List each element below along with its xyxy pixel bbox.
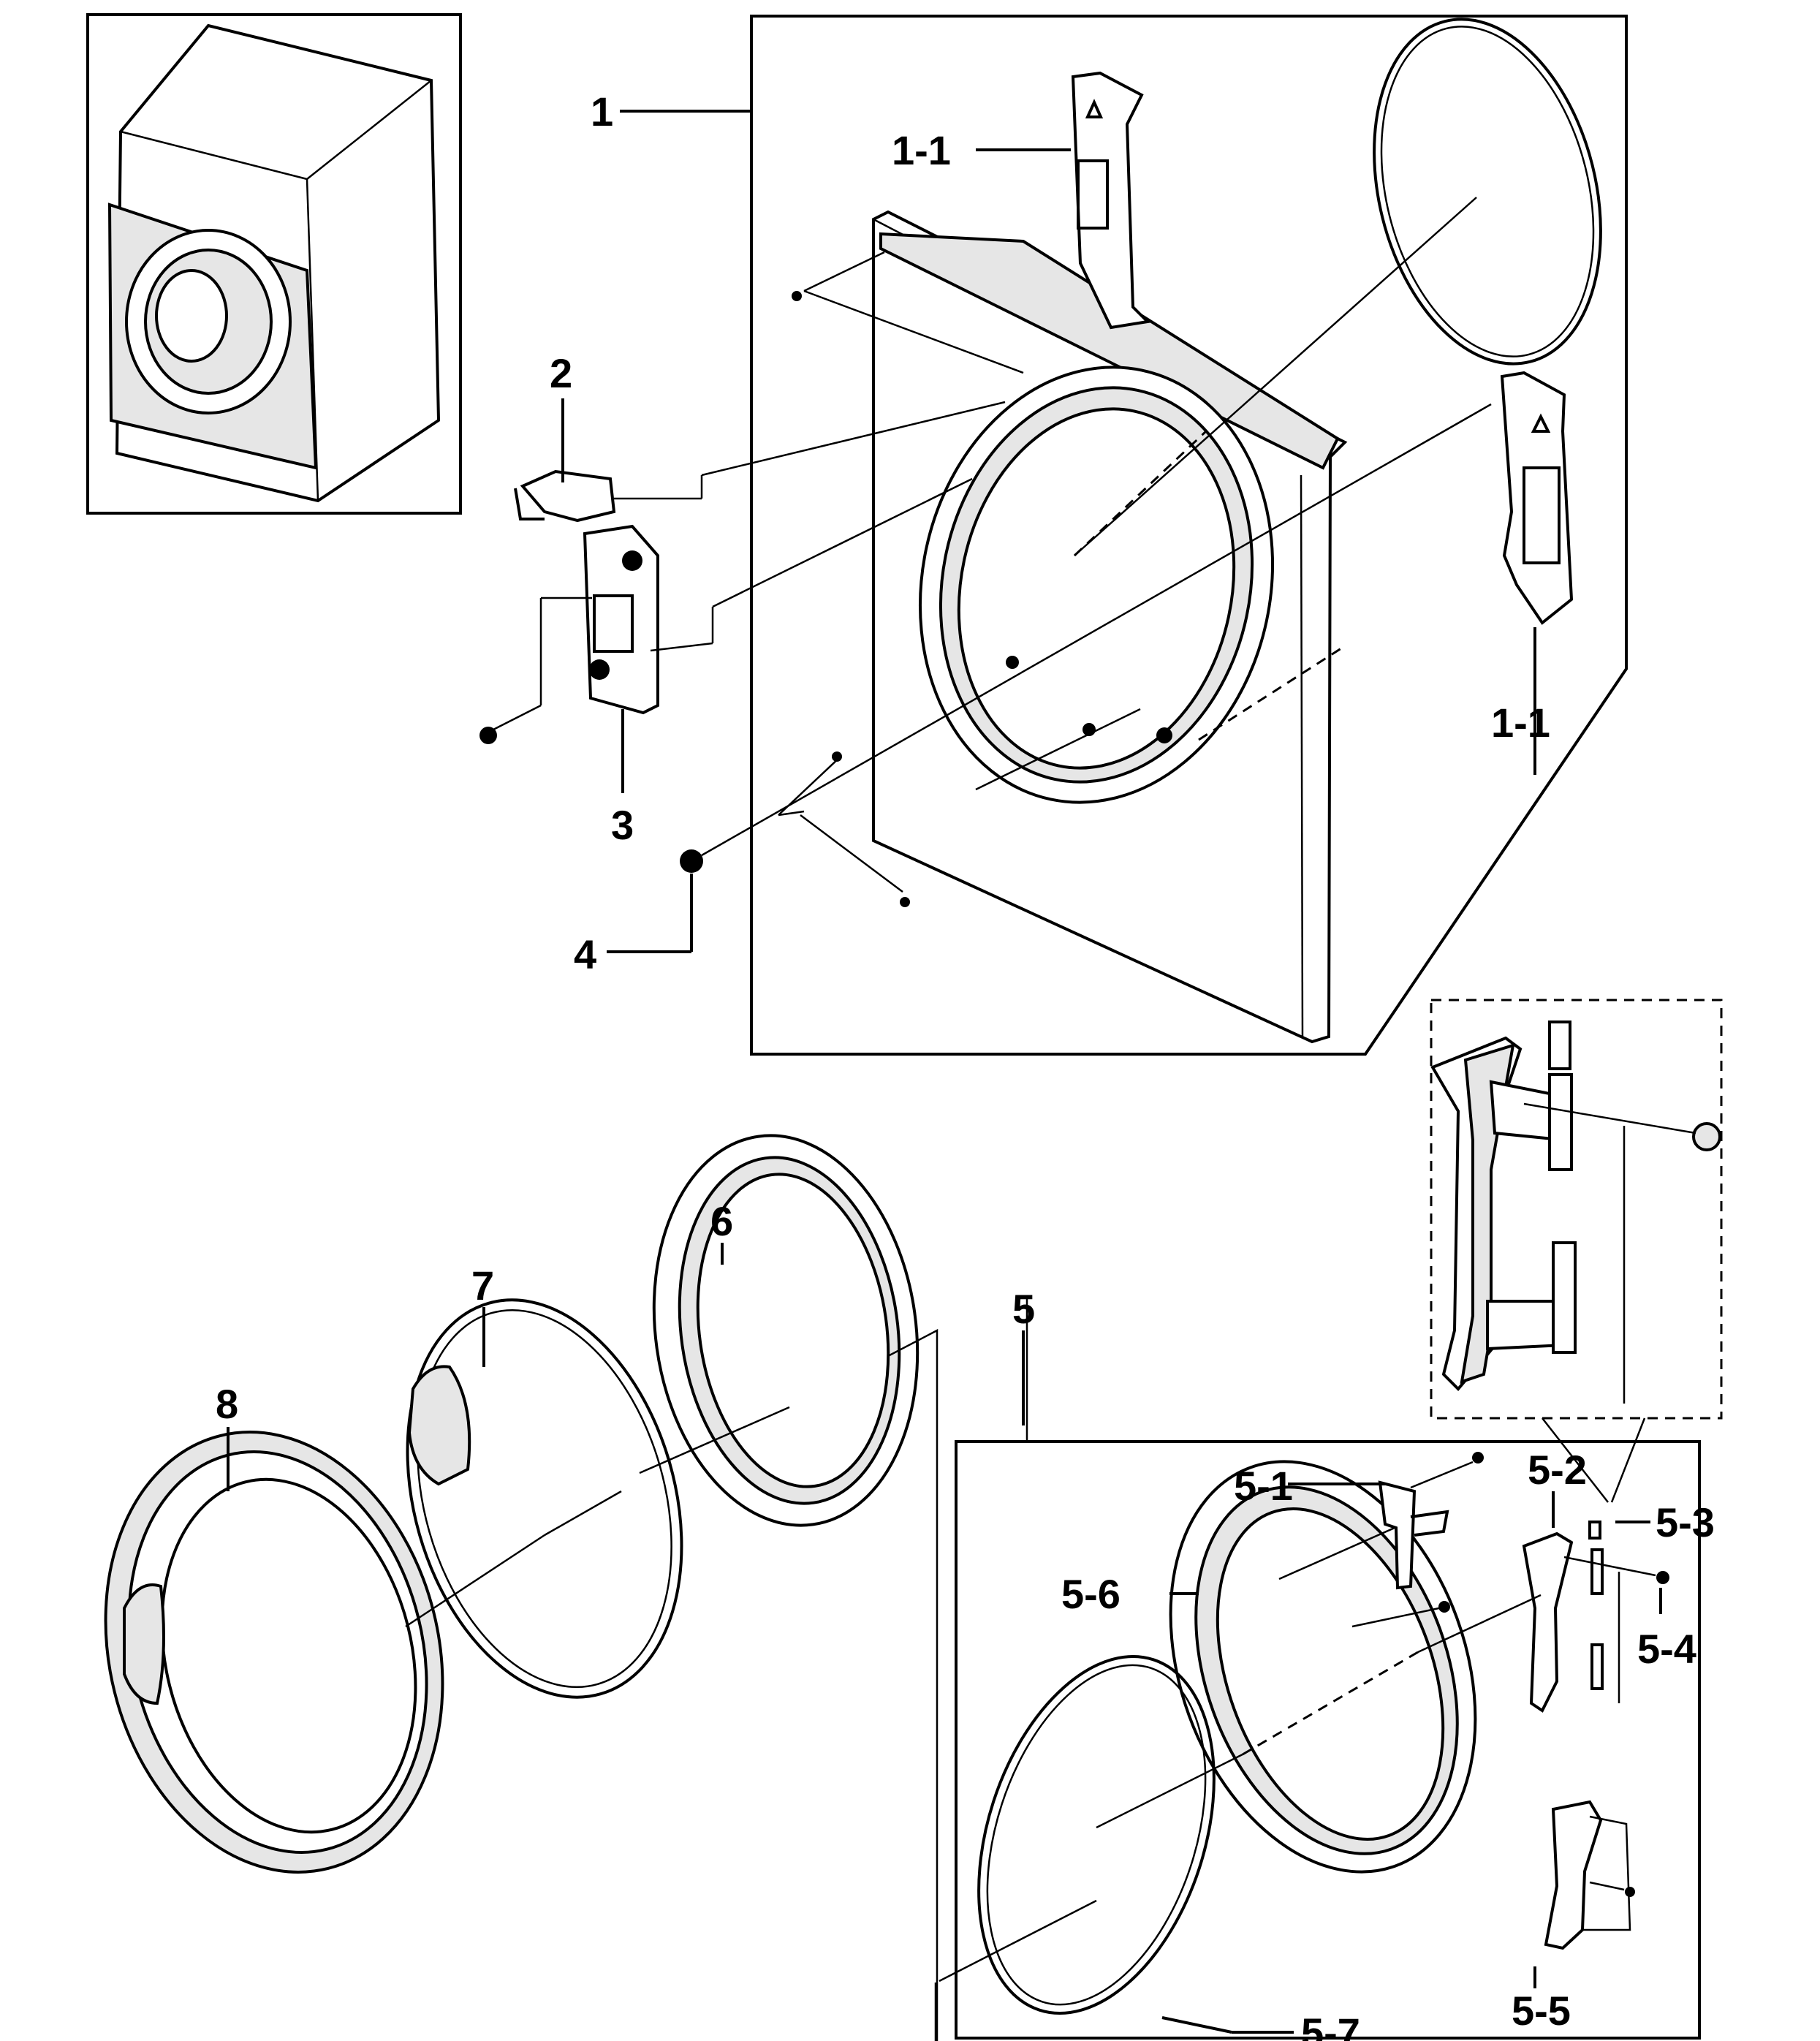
inner-door-ring-5-6 [1169, 1460, 1477, 1874]
label-5-2: 5-2 [1528, 1447, 1587, 1493]
hinge-5-2 [1522, 1521, 1669, 1713]
lock-bracket [583, 524, 659, 715]
label-5-7: 5-7 [1301, 2010, 1360, 2041]
part-labels: 1 1-1 1-1 2 3 4 5 5-1 5-2 5-3 5-4 5-5 5-… [216, 88, 1715, 2041]
assembly-lines-5 [934, 1526, 1542, 2041]
label-1-1-right: 1-1 [1491, 700, 1550, 746]
door-seal-5-7 [977, 1655, 1216, 2015]
front-panel-box [750, 15, 1628, 1056]
door-frame-8 [104, 1431, 444, 1874]
label-1-1-top: 1-1 [892, 127, 951, 173]
hinge-bracket-right [1500, 371, 1574, 625]
label-5-4: 5-4 [1637, 1626, 1696, 1672]
door-lock-switch [514, 469, 616, 523]
door-glass-ring-7 [406, 1298, 683, 1699]
label-5-1: 5-1 [1234, 1463, 1293, 1509]
label-5-6: 5-6 [1061, 1571, 1121, 1617]
overview-inset [86, 13, 462, 515]
label-8: 8 [216, 1381, 238, 1427]
assembly-lines-1 [493, 197, 1492, 893]
hinge-detail-inset [1430, 999, 1723, 1503]
screw [479, 727, 497, 744]
door-gasket-ring [1373, 18, 1602, 366]
label-3: 3 [611, 802, 634, 848]
label-7: 7 [471, 1262, 494, 1309]
latch-5-1 [1378, 1452, 1484, 1590]
hinge-bracket-top [1071, 71, 1151, 330]
label-1: 1 [591, 88, 613, 135]
screw [832, 751, 842, 762]
screws [479, 291, 910, 907]
label-2: 2 [550, 350, 572, 396]
door-ring-6 [652, 1134, 939, 2041]
label-5: 5 [1012, 1286, 1035, 1332]
callout-leaders [227, 110, 1662, 2034]
screw [680, 849, 703, 873]
assembly-lines-door [405, 1406, 790, 1628]
door-assembly-box [955, 1298, 1701, 2040]
label-5-3: 5-3 [1656, 1499, 1715, 1545]
hinge-cover-5-5 [1544, 1800, 1635, 1950]
label-5-5: 5-5 [1512, 1988, 1571, 2034]
screw [792, 291, 802, 301]
label-4: 4 [574, 931, 596, 977]
screw [900, 897, 910, 907]
front-panel [872, 210, 1348, 1044]
label-6: 6 [710, 1198, 733, 1244]
